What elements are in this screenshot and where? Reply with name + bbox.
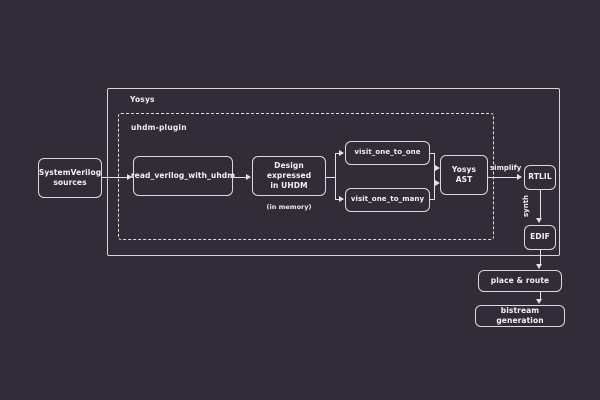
node-bitstream-generation-label: bistream generation <box>496 305 544 325</box>
arrow-merge-to-ast-lower-icon <box>435 180 440 187</box>
node-place-and-route[interactable]: place & route <box>478 270 562 292</box>
node-systemverilog-sources[interactable]: SystemVerilog sources <box>38 158 102 198</box>
node-systemverilog-sources-line1: SystemVerilog <box>38 167 102 177</box>
edge-readverilog-to-design <box>233 177 247 179</box>
node-design-expressed-in-uhdm-caption: (in memory) <box>266 203 312 211</box>
edge-label-simplify: simplify <box>490 164 522 172</box>
arrow-merge-to-ast-upper-icon <box>435 165 440 172</box>
edge-ast-to-rtlil <box>488 177 518 179</box>
arrow-ast-to-rtlil-icon <box>517 174 522 181</box>
edge-design-to-visit-one-to-many <box>335 199 340 201</box>
edge-design-split-vertical <box>335 153 337 200</box>
node-visit-one-to-many-label: visit_one_to_many <box>350 195 425 204</box>
node-systemverilog-sources-line2: sources <box>53 178 87 187</box>
node-design-expressed-in-uhdm-line2: in UHDM <box>270 181 308 191</box>
node-place-and-route-label: place & route <box>490 275 550 285</box>
edge-label-synth: synth <box>522 194 531 218</box>
edge-design-to-visit-one-to-one <box>335 153 340 155</box>
node-bitstream-generation[interactable]: bistream generation <box>475 305 565 327</box>
node-design-expressed-in-uhdm-line1: Design expressed <box>266 160 312 180</box>
edge-visit-one-to-one-out <box>430 153 435 155</box>
group-uhdm-plugin <box>118 113 494 240</box>
arrow-place-route-to-bitstream-icon <box>536 299 543 304</box>
node-visit-one-to-many[interactable]: visit_one_to_many <box>345 188 430 212</box>
edge-visit-one-to-many-out <box>430 199 435 201</box>
edge-design-split-stub <box>326 177 336 179</box>
group-uhdm-plugin-label: uhdm-plugin <box>131 123 187 132</box>
edge-place-route-to-bitstream <box>539 292 541 300</box>
arrow-edif-to-place-route-icon <box>536 264 543 269</box>
arrow-design-to-visit-one-to-many-icon <box>339 196 344 203</box>
edge-merge-vertical <box>434 153 436 200</box>
arrow-readverilog-to-design-icon <box>246 174 251 181</box>
arrow-rtlil-to-edif-icon <box>536 218 543 223</box>
node-rtlil[interactable]: RTLIL <box>524 165 556 190</box>
node-yosys-ast[interactable]: Yosys AST <box>440 155 488 195</box>
arrow-design-to-visit-one-to-one-icon <box>339 150 344 157</box>
node-read-verilog-with-uhdm-label: read_verilog_with_uhdm <box>130 170 236 180</box>
group-yosys-label: Yosys <box>130 95 155 104</box>
edge-sources-to-readverilog <box>102 177 128 179</box>
node-visit-one-to-one[interactable]: visit_one_to_one <box>345 141 430 165</box>
node-edif[interactable]: EDIF <box>524 225 556 250</box>
arrow-sources-to-readverilog-icon <box>127 174 132 181</box>
node-read-verilog-with-uhdm[interactable]: read_verilog_with_uhdm <box>130 156 236 196</box>
node-rtlil-label: RTLIL <box>528 172 552 182</box>
node-design-expressed-in-uhdm[interactable]: Design expressed in UHDM <box>252 156 326 196</box>
node-edif-label: EDIF <box>530 232 550 242</box>
edge-edif-to-place-route <box>539 250 541 265</box>
node-visit-one-to-one-label: visit_one_to_one <box>354 148 421 157</box>
edge-rtlil-to-edif <box>539 190 541 219</box>
group-yosys <box>107 88 560 256</box>
node-yosys-ast-label: Yosys AST <box>451 164 477 184</box>
